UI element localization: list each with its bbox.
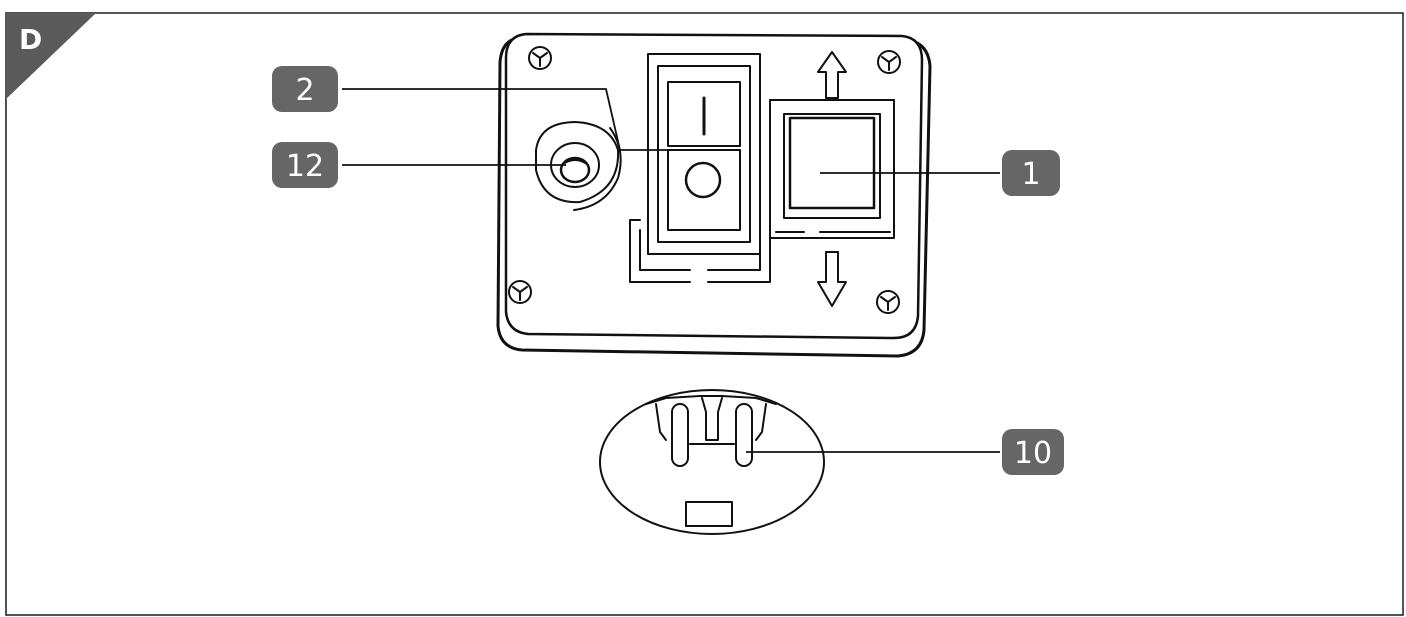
callout-badge-1: 1: [1002, 150, 1060, 196]
leader-lines: [342, 88, 1000, 453]
callout-number-1: 1: [1021, 157, 1040, 192]
callout-number-2: 2: [295, 73, 314, 108]
callout-badge-12: 12: [272, 142, 338, 188]
callout-badge-2: 2: [272, 66, 338, 112]
screw-icon: [528, 46, 552, 70]
stop-button-drawing: [769, 99, 895, 239]
switch-housing: [496, 32, 932, 358]
callout-number-12: 12: [286, 149, 324, 184]
power-socket-drawing: [599, 389, 825, 535]
panel-frame: [5, 12, 1404, 616]
callout-badge-10: 10: [1002, 429, 1064, 475]
section-label: D: [19, 23, 42, 56]
screw-icon: [877, 50, 901, 74]
arrow-up-icon: [817, 51, 847, 99]
screw-icon: [508, 280, 532, 304]
screw-icon: [876, 290, 900, 314]
power-switch-drawing: [629, 53, 771, 283]
section-tag: D: [6, 13, 96, 99]
arrow-down-icon: [817, 251, 847, 307]
leader-line-2: [342, 88, 690, 151]
callout-number-10: 10: [1014, 436, 1052, 471]
